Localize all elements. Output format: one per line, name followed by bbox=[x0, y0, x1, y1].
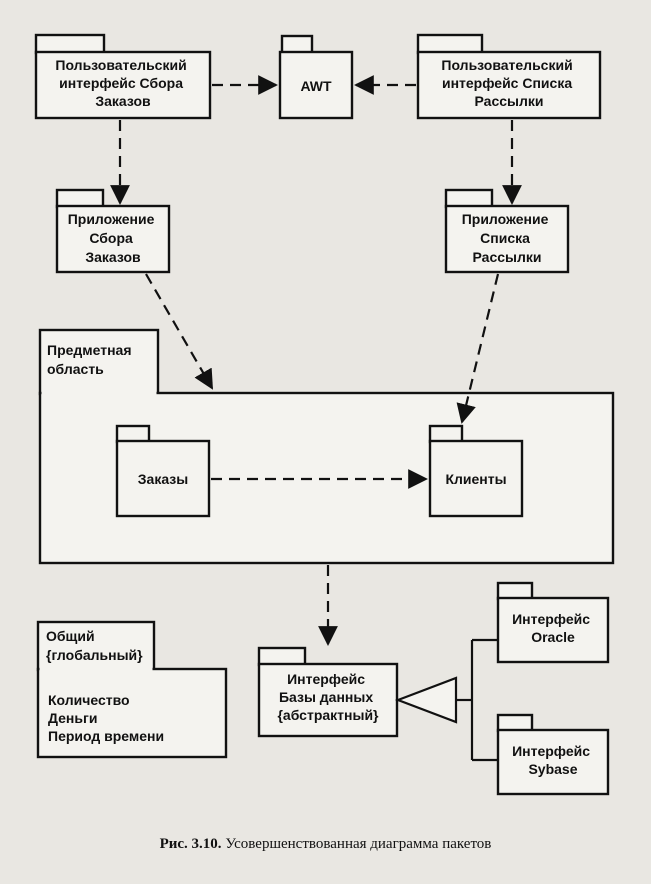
common-line-2: {глобальный} bbox=[46, 647, 143, 663]
ui-orders-line-2: интерфейс Сбора bbox=[59, 75, 183, 91]
oracle-line-1: Интерфейс bbox=[512, 611, 590, 627]
ui-orders-line-3: Заказов bbox=[95, 93, 151, 109]
package-oracle: Интерфейс Oracle bbox=[496, 581, 610, 664]
db-line-1: Интерфейс bbox=[287, 671, 365, 687]
svg-text:Интерфейс Oracle: Интерфейс Oracle bbox=[512, 611, 594, 645]
package-awt: AWT bbox=[278, 34, 354, 120]
svg-text:Интерфейс Базы данных: Интерфейс Базы данных {абстрактный} bbox=[277, 671, 379, 723]
app-mailing-line-1: Приложение bbox=[462, 211, 549, 227]
figure-caption: Рис. 3.10. Усовершенствованная диаграмма… bbox=[0, 836, 651, 853]
db-line-2: Базы данных bbox=[279, 689, 373, 705]
ui-mailing-line-1: Пользовательский bbox=[441, 57, 572, 73]
common-line-1: Общий bbox=[46, 628, 95, 644]
svg-text:Интерфейс Sybase: Интерфейс Sybase bbox=[512, 743, 594, 777]
common-content-1: Количество bbox=[48, 692, 130, 708]
package-db-interface: Интерфейс Базы данных {абстрактный} bbox=[257, 646, 399, 738]
sybase-line-1: Интерфейс bbox=[512, 743, 590, 759]
caption-text: Усовершенствованная диаграмма пакетов bbox=[225, 836, 492, 852]
orders-label: Заказы bbox=[138, 471, 188, 487]
common-content-3: Период времени bbox=[48, 728, 164, 744]
package-orders: Заказы bbox=[115, 424, 211, 518]
package-app-orders: Приложение Сбора Заказов bbox=[55, 188, 171, 274]
package-ui-mailing: Пользовательский интерфейс Списка Рассыл… bbox=[416, 33, 602, 120]
dep-app-mailing-to-clients bbox=[456, 273, 500, 424]
common-content-2: Деньги bbox=[48, 710, 97, 726]
svg-text:Предметная область: Предметная область bbox=[47, 342, 135, 377]
clients-label: Клиенты bbox=[445, 471, 506, 487]
app-mailing-line-2: Списка bbox=[480, 230, 530, 246]
domain-line-2: область bbox=[47, 361, 104, 377]
oracle-line-2: Oracle bbox=[531, 629, 575, 645]
svg-text:Приложение Списка: Приложение Списка Рассылки bbox=[462, 211, 553, 265]
app-orders-line-3: Заказов bbox=[85, 249, 141, 265]
svg-text:Количество Деньги: Количество Деньги Период времени bbox=[48, 692, 164, 744]
package-app-mailing: Приложение Списка Рассылки bbox=[444, 188, 570, 274]
app-orders-line-1: Приложение bbox=[68, 211, 155, 227]
ui-mailing-line-2: интерфейс Списка bbox=[442, 75, 572, 91]
package-sybase: Интерфейс Sybase bbox=[496, 713, 610, 796]
db-line-3: {абстрактный} bbox=[277, 707, 379, 723]
package-clients: Клиенты bbox=[428, 424, 524, 518]
package-common: Общий {глобальный} Количество Деньги Пер… bbox=[36, 620, 228, 759]
svg-text:Приложение Сбора З: Приложение Сбора Заказов bbox=[68, 211, 159, 265]
awt-label: AWT bbox=[300, 78, 332, 94]
generalization-triangle bbox=[394, 676, 458, 724]
caption-label: Рис. 3.10. bbox=[159, 836, 222, 852]
package-ui-orders: Пользовательский интерфейс Сбора Заказов bbox=[34, 33, 212, 120]
svg-text:Пользовательский интерфе: Пользовательский интерфейс Списка Рассыл… bbox=[441, 57, 576, 109]
ui-orders-line-1: Пользовательский bbox=[55, 57, 186, 73]
dep-app-orders-to-domain bbox=[145, 273, 213, 390]
ui-mailing-line-3: Рассылки bbox=[475, 93, 544, 109]
svg-text:Общий {глобальный}: Общий {глобальный} bbox=[46, 628, 143, 663]
app-orders-line-2: Сбора bbox=[89, 230, 133, 246]
app-mailing-line-3: Рассылки bbox=[473, 249, 542, 265]
domain-line-1: Предметная bbox=[47, 342, 132, 358]
sybase-line-2: Sybase bbox=[528, 761, 577, 777]
svg-text:Пользовательский интерфе: Пользовательский интерфейс Сбора Заказов bbox=[55, 57, 190, 109]
